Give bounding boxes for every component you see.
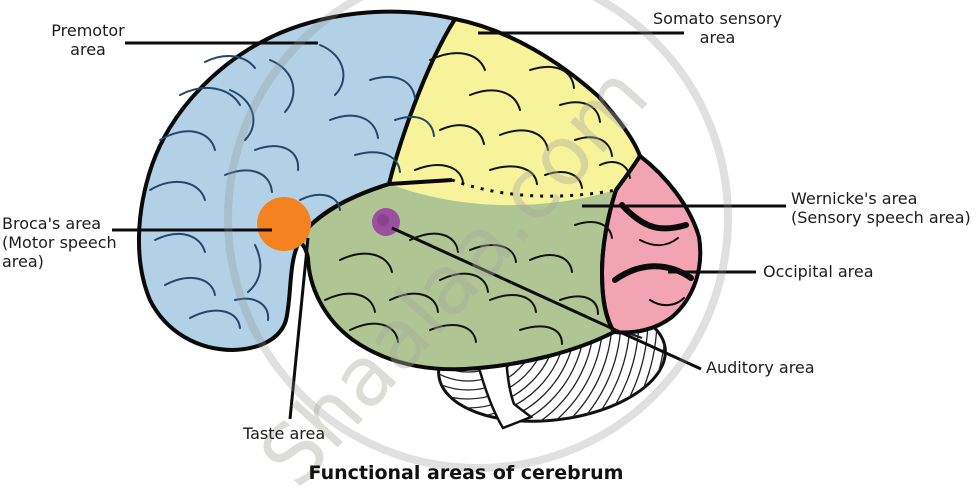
somato-sensory-label-line1: Somato sensory: [653, 9, 782, 28]
broca-area-label: Broca's area (Motor speech area): [2, 214, 117, 271]
broca-label-line3: area): [2, 252, 44, 271]
watermark-ring: [224, 0, 732, 472]
parietal-outline: [454, 17, 643, 192]
taste-leader-line: [288, 237, 310, 420]
auditory-leader-line: [391, 226, 702, 371]
auditory-label-text: Auditory area: [706, 358, 815, 377]
auditory-area-spot-core: [377, 214, 389, 226]
premotor-area-label-line2: area: [70, 40, 106, 59]
occipital-area-label: Occipital area: [763, 262, 874, 281]
parietal-lobe-region: [389, 19, 640, 206]
premotor-area-label: Premotor area: [28, 21, 148, 59]
broca-label-line1: Broca's area: [2, 214, 102, 233]
temporal-sulci: [324, 221, 613, 345]
wernicke-area-label: Wernicke's area (Sensory speech area): [791, 189, 971, 227]
occipital-sulci: [612, 202, 694, 306]
broca-area-spot: [257, 197, 311, 251]
taste-area-label: Taste area: [243, 424, 325, 443]
somato-sensory-label-line2: area: [699, 28, 736, 47]
broca-label-line2: (Motor speech: [2, 233, 117, 252]
auditory-area-label: Auditory area: [706, 358, 815, 377]
parietal-sulci: [414, 52, 631, 189]
wernicke-label-line1: Wernicke's area: [791, 189, 918, 208]
wernicke-label-line2: (Sensory speech area): [791, 208, 971, 227]
premotor-area-label-line1: Premotor: [51, 21, 125, 40]
diagram-title: Functional areas of cerebrum: [308, 462, 624, 484]
frontal-sulci: [149, 44, 435, 329]
occipital-label-text: Occipital area: [763, 262, 874, 281]
taste-label-text: Taste area: [243, 424, 326, 443]
leader-lines: [112, 31, 786, 420]
somato-sensory-area-label: Somato sensory area: [640, 9, 795, 47]
